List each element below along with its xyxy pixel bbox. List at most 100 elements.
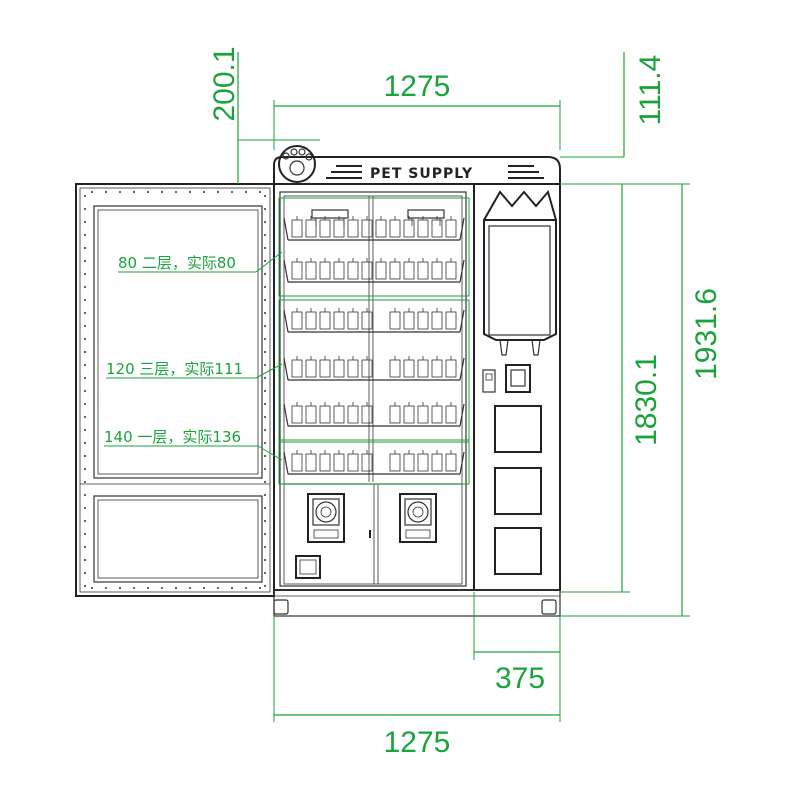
product-item	[347, 453, 359, 472]
product-item	[403, 405, 415, 424]
product-item	[347, 359, 359, 378]
product-item	[333, 453, 345, 472]
product-item	[333, 261, 345, 280]
shelf-tray	[283, 308, 465, 333]
note-layer3: 120 三层，实际111	[106, 360, 243, 378]
dim-height-total: 1931.6	[690, 288, 723, 380]
dimension-side-width: 375	[473, 592, 561, 695]
product-item	[333, 219, 345, 238]
product-item	[305, 405, 317, 424]
product-item	[417, 359, 429, 378]
dim-top-gap: 200.1	[208, 46, 241, 121]
product-item	[347, 261, 359, 280]
product-item	[431, 261, 443, 280]
shelf-tray	[283, 356, 465, 381]
note-layer1: 140 一层，实际136	[104, 428, 241, 446]
product-item	[375, 261, 387, 280]
product-item	[431, 219, 443, 238]
dim-height-body: 1830.1	[630, 354, 663, 446]
product-item	[361, 359, 373, 378]
product-item	[403, 359, 415, 378]
product-item	[445, 219, 457, 238]
layer-boxes	[278, 197, 470, 485]
product-item	[389, 219, 401, 238]
product-item	[389, 453, 401, 472]
dim-side-width: 375	[495, 662, 545, 695]
product-item	[291, 261, 303, 280]
product-item	[417, 261, 429, 280]
product-item	[389, 359, 401, 378]
header-stripes-left	[326, 165, 362, 179]
shelf-tray	[283, 402, 465, 427]
paw-icon	[278, 145, 316, 183]
product-item	[403, 311, 415, 330]
product-item	[431, 359, 443, 378]
dimension-height-total: 1931.6	[560, 183, 723, 617]
product-item	[361, 453, 373, 472]
pickup-slot	[295, 555, 321, 579]
product-item	[305, 359, 317, 378]
product-item	[445, 359, 457, 378]
product-item	[305, 311, 317, 330]
dimension-bottom-width: 1275	[273, 616, 561, 759]
shelf-tray	[283, 258, 465, 283]
product-item	[347, 405, 359, 424]
layer-notes: 80 二层，实际80 120 三层，实际111 140 一层，实际136	[104, 251, 283, 461]
product-item	[361, 405, 373, 424]
product-item	[291, 311, 303, 330]
left-door	[75, 183, 275, 597]
note-layer2: 80 二层，实际80	[118, 254, 236, 272]
product-item	[291, 219, 303, 238]
product-item	[305, 219, 317, 238]
header-stripes-right	[508, 165, 544, 179]
product-item	[319, 405, 331, 424]
door-panel-2	[494, 467, 542, 515]
product-item	[319, 453, 331, 472]
product-item	[361, 311, 373, 330]
shelf-hanger	[407, 209, 445, 226]
door-panel-3	[494, 527, 542, 575]
door-panel-1	[494, 405, 542, 453]
product-item	[333, 405, 345, 424]
dimension-top-width: 1275	[273, 70, 561, 150]
product-item	[361, 261, 373, 280]
shelf-tray	[283, 450, 465, 475]
payment-unit	[482, 364, 531, 393]
touch-screen	[483, 219, 557, 356]
product-item	[403, 453, 415, 472]
door-rivets	[84, 191, 266, 589]
product-item	[445, 261, 457, 280]
dim-top-width: 1275	[384, 70, 451, 103]
dim-bottom-width: 1275	[384, 726, 451, 759]
product-item	[319, 219, 331, 238]
dim-top-offset-right: 111.4	[634, 55, 667, 126]
dimension-top-offset-right: 111.4	[560, 52, 667, 158]
product-item	[319, 359, 331, 378]
product-item	[389, 261, 401, 280]
brand-title: PET SUPPLY	[370, 166, 473, 182]
product-item	[291, 359, 303, 378]
product-item	[305, 261, 317, 280]
side-crest	[483, 189, 557, 221]
product-item	[445, 453, 457, 472]
product-item	[389, 311, 401, 330]
product-item	[305, 453, 317, 472]
dimension-height-body: 1830.1	[560, 183, 663, 593]
product-item	[431, 453, 443, 472]
shelf-hanger	[311, 209, 349, 226]
main-cabinet: PET SUPPLY	[273, 145, 561, 617]
product-item	[375, 219, 387, 238]
product-item	[417, 311, 429, 330]
product-item	[333, 359, 345, 378]
product-item	[291, 405, 303, 424]
product-item	[319, 311, 331, 330]
product-item	[445, 405, 457, 424]
product-item	[403, 219, 415, 238]
product-item	[417, 405, 429, 424]
product-item	[291, 453, 303, 472]
fan-right	[399, 493, 437, 543]
product-item	[389, 405, 401, 424]
product-shelves	[283, 209, 465, 475]
product-item	[417, 453, 429, 472]
